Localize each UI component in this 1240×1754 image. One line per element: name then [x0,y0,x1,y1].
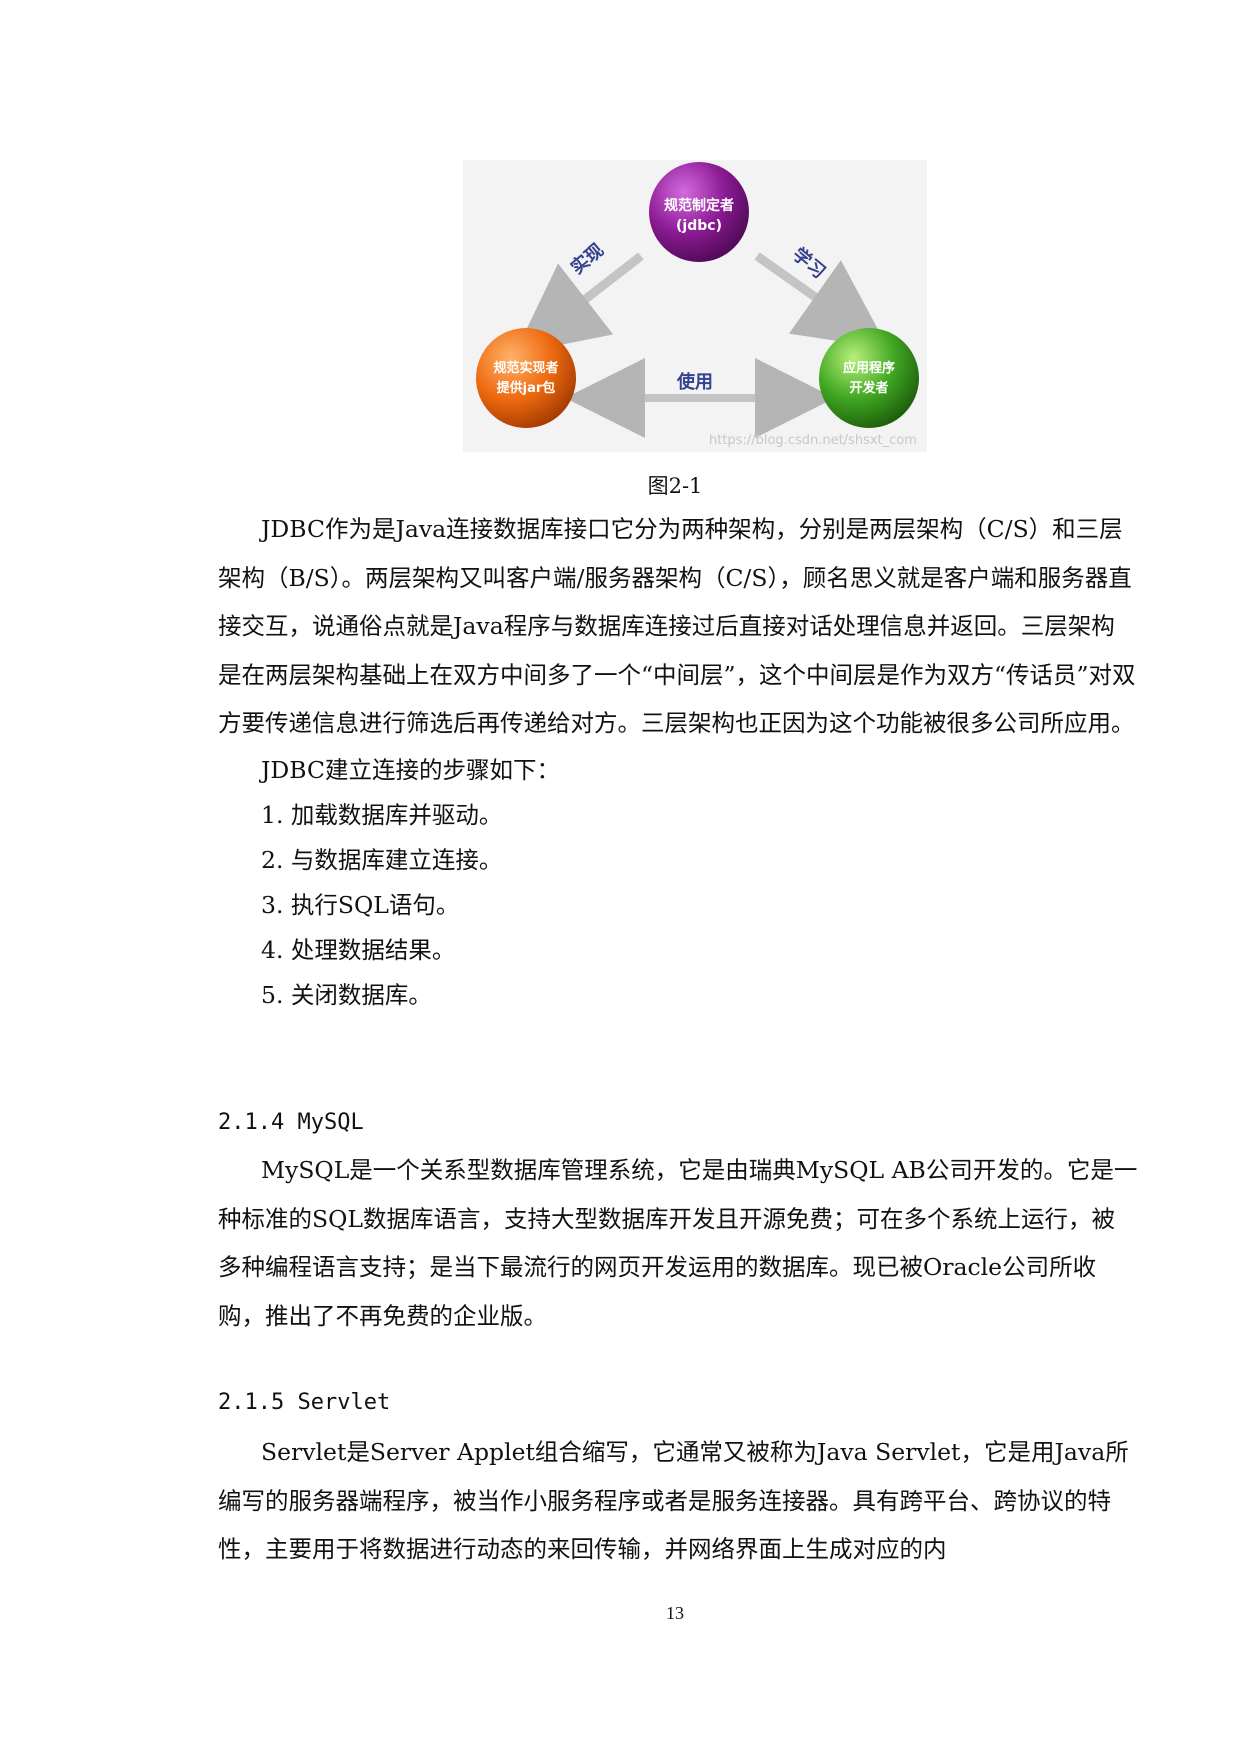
node-app-developer-line1: 应用程序 [843,360,895,376]
jdbc-architecture-figure: 实现 学习 使用 规范制定者 (jdbc) 规范实现者 提供jar包 应用程序 … [463,160,927,452]
jdbc-step-2: 2. 与数据库建立连接。 [261,845,503,874]
mysql-paragraph: MySQL是一个关系型数据库管理系统，它是由瑞典MySQL AB公司开发的。它是… [218,1156,1138,1330]
jdbc-diagram: 实现 学习 使用 规范制定者 (jdbc) 规范实现者 提供jar包 应用程序 … [476,162,919,448]
node-spec-implementer-line1: 规范实现者 [493,360,558,376]
arrow-use-label: 使用 [676,372,713,393]
node-spec-implementer: 规范实现者 提供jar包 [476,328,576,428]
figure-caption: 图2-1 [647,474,703,498]
jdbc-step-5: 5. 关闭数据库。 [261,980,432,1009]
servlet-paragraph: Servlet是Server Applet组合缩写，它通常又被称为Java Se… [218,1438,1129,1563]
mysql-heading: 2.1.4 MySQL [218,1110,364,1135]
jdbc-section: JDBC作为是Java连接数据库接口它分为两种架构，分别是两层架构（C/S）和三… [218,505,1138,1018]
servlet-heading: 2.1.5 Servlet [218,1390,391,1415]
jdbc-paragraph: JDBC作为是Java连接数据库接口它分为两种架构，分别是两层架构（C/S）和三… [218,515,1136,737]
node-app-developer-line2: 开发者 [849,380,888,396]
node-spec-maker-line1: 规范制定者 [664,197,734,214]
jdbc-step-3: 3. 执行SQL语句。 [261,890,460,919]
watermark: https://blog.csdn.net/shsxt_com [709,433,917,448]
arrow-implement-label: 实现 [566,239,608,279]
node-spec-implementer-line2: 提供jar包 [497,380,556,396]
arrow-implement [514,252,644,355]
arrow-learn [754,252,889,349]
node-spec-maker-line2: (jdbc) [676,218,722,234]
jdbc-step-1: 1. 加载数据库并驱动。 [261,800,503,829]
jdbc-steps-intro: JDBC建立连接的步骤如下： [261,755,560,784]
jdbc-step-4: 4. 处理数据结果。 [261,935,456,964]
page-number: 13 [666,1603,684,1623]
servlet-section: Servlet是Server Applet组合缩写，它通常又被称为Java Se… [218,1428,1138,1574]
node-spec-maker: 规范制定者 (jdbc) [649,162,749,262]
node-app-developer: 应用程序 开发者 [819,328,919,428]
mysql-section: MySQL是一个关系型数据库管理系统，它是由瑞典MySQL AB公司开发的。它是… [218,1146,1138,1340]
